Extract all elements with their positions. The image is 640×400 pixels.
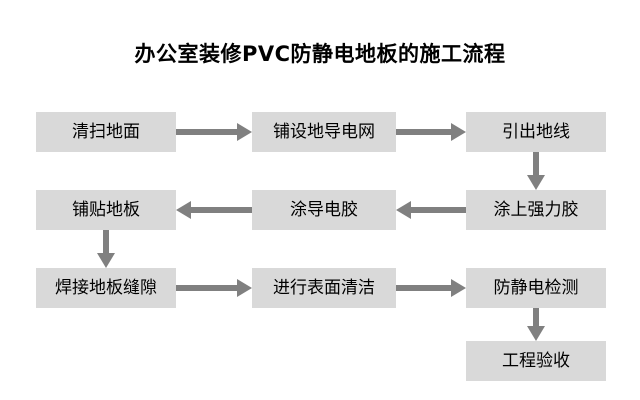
flow-node-tudaodianjiao[interactable]: 涂导电胶 [252, 190, 396, 230]
flow-node-qingsaodimian[interactable]: 清扫地面 [36, 112, 176, 152]
flow-node-jinxingbiaomianqingjie[interactable]: 进行表面清洁 [252, 268, 396, 308]
flow-node-fangjingdianjiance[interactable]: 防静电检测 [466, 268, 606, 308]
flow-node-gongchengyanshou[interactable]: 工程验收 [466, 341, 606, 381]
flow-node-tushangqiangliijiao[interactable]: 涂上强力胶 [466, 190, 606, 230]
flow-node-hanjiedibanfengxi[interactable]: 焊接地板缝隙 [36, 268, 176, 308]
flow-node-pushedaodianwang[interactable]: 铺设地导电网 [252, 112, 396, 152]
flow-node-putiediban[interactable]: 铺贴地板 [36, 190, 176, 230]
flow-node-yinchudixian[interactable]: 引出地线 [466, 112, 606, 152]
page-title: 办公室装修PVC防静电地板的施工流程 [134, 42, 506, 66]
